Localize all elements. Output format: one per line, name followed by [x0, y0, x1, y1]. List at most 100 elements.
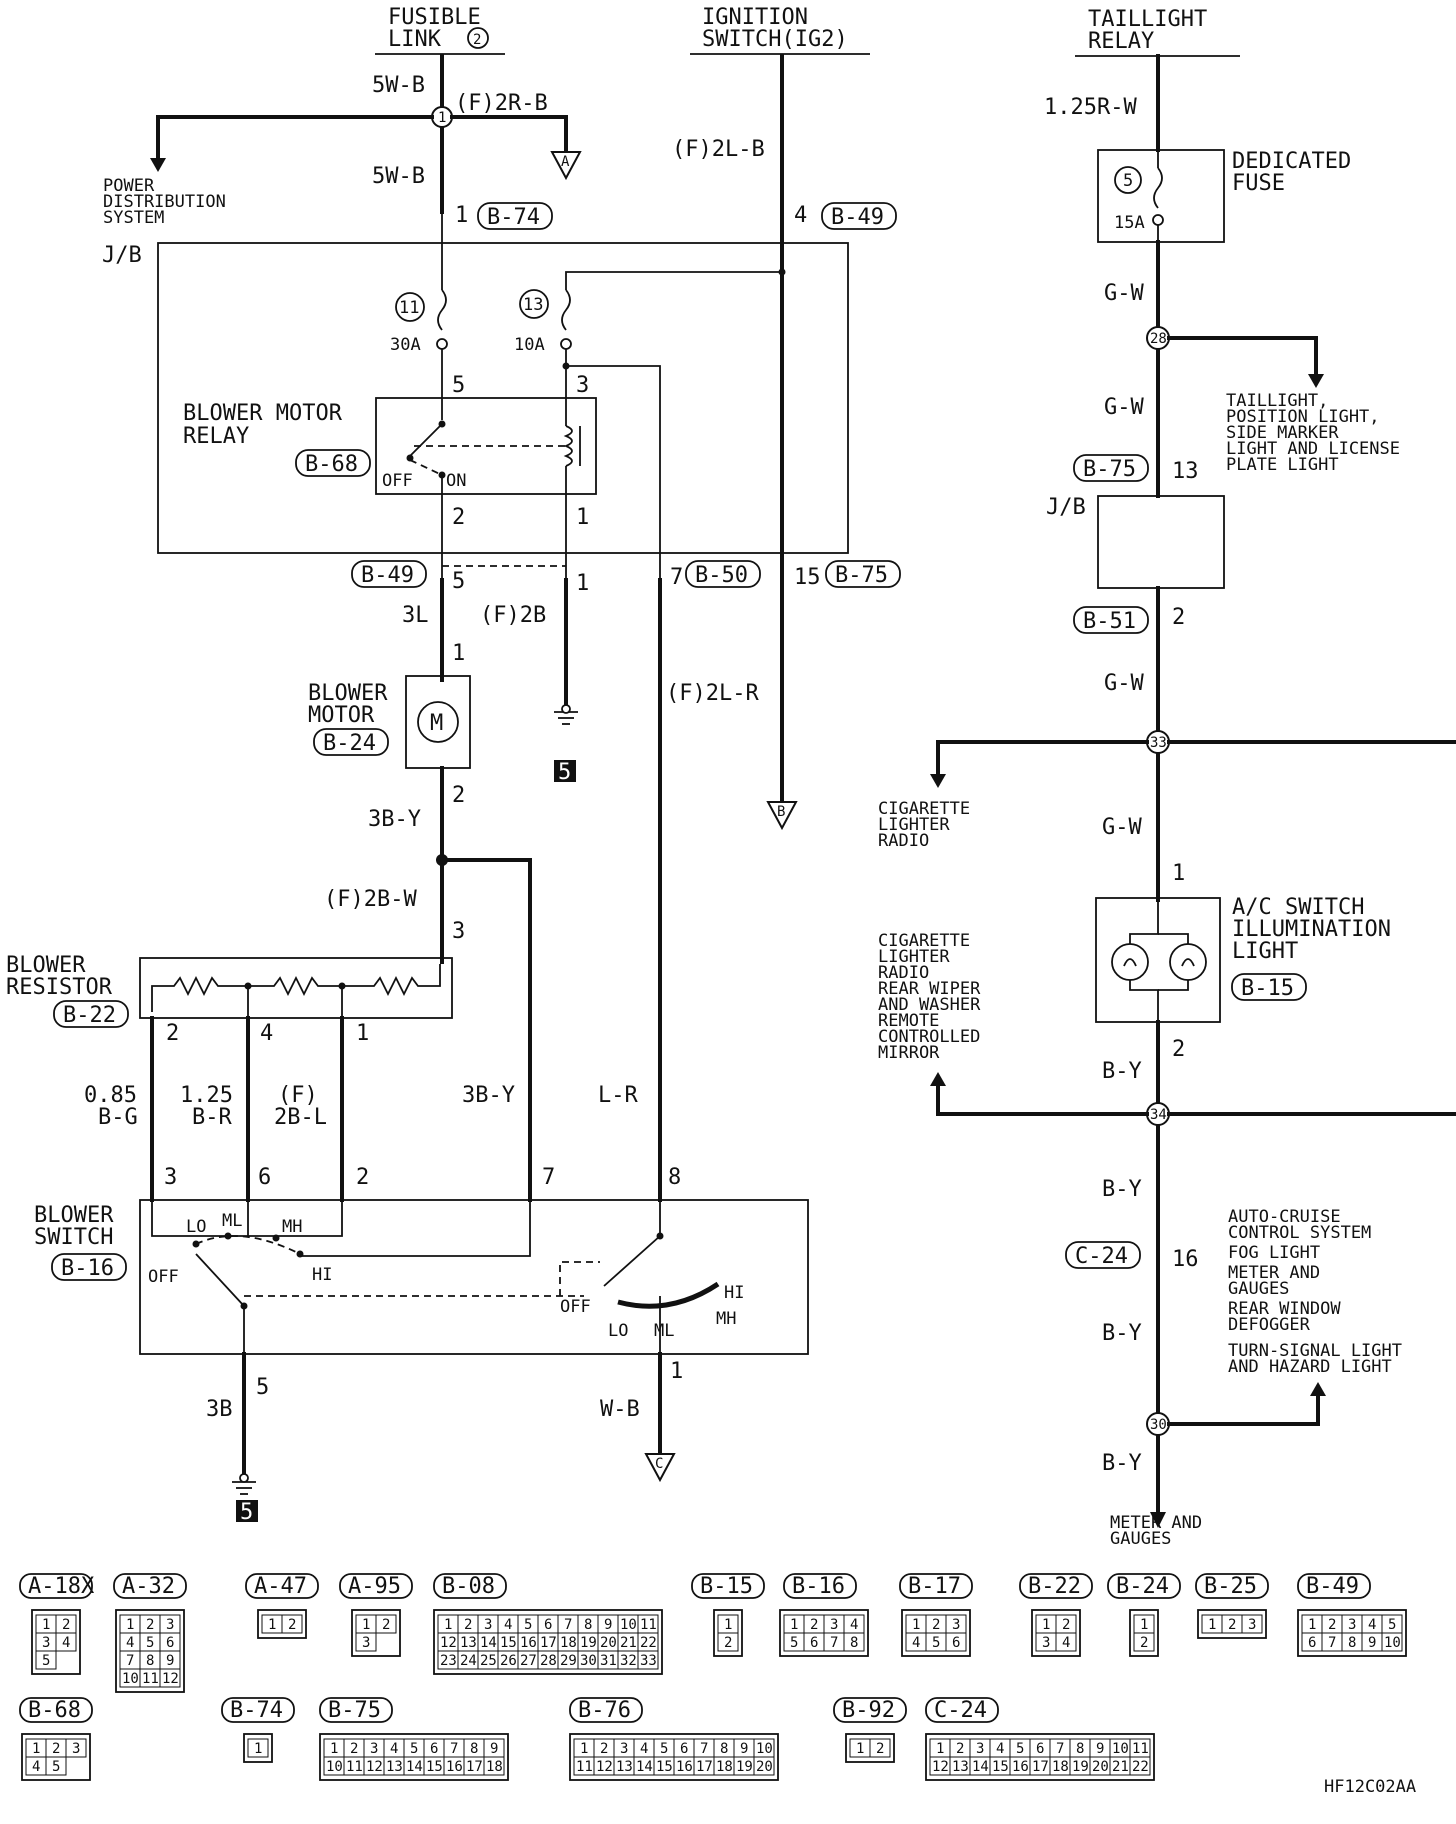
svg-text:G-W: G-W	[1104, 395, 1144, 420]
connector-pin: 13	[952, 1759, 969, 1775]
connector-pin: 9	[604, 1617, 612, 1633]
svg-text:LO: LO	[186, 1217, 206, 1237]
connector-pin: 1	[936, 1741, 944, 1757]
svg-text:ML: ML	[654, 1321, 674, 1341]
connector-pin: 12	[162, 1671, 179, 1687]
blower-resistor	[139, 957, 453, 1019]
connector-pin: 6	[680, 1741, 688, 1757]
blower-motor	[405, 675, 471, 769]
svg-text:1.25: 1.25	[180, 1083, 233, 1108]
connector-pin: 2	[724, 1635, 732, 1651]
svg-text:LIGHT AND LICENSE: LIGHT AND LICENSE	[1226, 439, 1400, 459]
svg-text:SWITCH: SWITCH	[34, 1225, 113, 1250]
junction-block-right	[1097, 495, 1225, 589]
connector-pin: 4	[504, 1617, 512, 1633]
svg-text:W-B: W-B	[600, 1397, 640, 1422]
connector-pin: 32	[620, 1653, 637, 1669]
svg-text:BLOWER: BLOWER	[308, 681, 388, 706]
svg-text:CONTROLLED: CONTROLLED	[878, 1027, 980, 1047]
svg-text:G-W: G-W	[1102, 815, 1142, 840]
connector-pin: 4	[62, 1635, 70, 1651]
svg-text:RESISTOR: RESISTOR	[6, 975, 113, 1000]
svg-text:16: 16	[1172, 1247, 1199, 1272]
svg-text:B-22: B-22	[63, 1003, 116, 1028]
connector-pin: 6	[810, 1635, 818, 1651]
connector-pin: 1	[254, 1741, 262, 1757]
svg-text:0.85: 0.85	[84, 1083, 137, 1108]
svg-text:ILLUMINATION: ILLUMINATION	[1232, 917, 1391, 942]
svg-text:B-24: B-24	[323, 731, 376, 756]
connector-pin: 7	[564, 1617, 572, 1633]
blower-motor-relay	[375, 397, 597, 495]
svg-text:CIGARETTE: CIGARETTE	[878, 799, 970, 819]
connector-pin: 15	[500, 1635, 517, 1651]
svg-text:B-Y: B-Y	[1102, 1059, 1142, 1084]
connector-pin: 13	[616, 1759, 633, 1775]
connector-pin: 7	[1328, 1635, 1336, 1651]
svg-text:OFF: OFF	[382, 471, 413, 491]
svg-text:J/B: J/B	[1046, 495, 1086, 520]
connector-pin: 5	[932, 1635, 940, 1651]
connector-pin: 11	[576, 1759, 593, 1775]
svg-text:TURN-SIGNAL LIGHT: TURN-SIGNAL LIGHT	[1228, 1341, 1402, 1361]
connector-pin: 13	[460, 1635, 477, 1651]
connector-pin: 7	[1056, 1741, 1064, 1757]
connector-pin: 24	[460, 1653, 477, 1669]
connector-pin: 10	[1112, 1741, 1129, 1757]
svg-text:RELAY: RELAY	[1088, 29, 1154, 54]
connector-pin: 16	[1012, 1759, 1029, 1775]
svg-text:REAR WINDOW: REAR WINDOW	[1228, 1299, 1341, 1319]
ignition-switch-label: IGNITION SWITCH(IG2)	[690, 5, 870, 55]
svg-text:2: 2	[1172, 1037, 1185, 1062]
connector-pin: 7	[700, 1741, 708, 1757]
connector-pin: 3	[976, 1741, 984, 1757]
connector-pin: 1	[856, 1741, 864, 1757]
svg-text:1.25R-W: 1.25R-W	[1044, 95, 1137, 120]
connector-pin: 5	[660, 1741, 668, 1757]
svg-text:5: 5	[452, 569, 465, 594]
svg-text:FOG LIGHT: FOG LIGHT	[1228, 1243, 1320, 1263]
connector-pin: 19	[580, 1635, 597, 1651]
svg-text:RELAY: RELAY	[183, 424, 249, 449]
connector-pin: 15	[426, 1759, 443, 1775]
connector-pin: 20	[600, 1635, 617, 1651]
tag-b16: B-16	[51, 1253, 127, 1281]
svg-text:B-51: B-51	[1083, 609, 1136, 634]
svg-text:HI: HI	[312, 1265, 332, 1285]
connector-pin: 8	[470, 1741, 478, 1757]
blower-switch	[139, 1199, 809, 1355]
ground-5-relay	[554, 760, 576, 782]
connector-pin: 3	[72, 1741, 80, 1757]
connector-pin: 11	[346, 1759, 363, 1775]
connector-pin: 8	[720, 1741, 728, 1757]
svg-text:3: 3	[452, 919, 465, 944]
connector-pin: 31	[600, 1653, 617, 1669]
svg-text:B-50: B-50	[695, 563, 748, 588]
tag-b68: B-68	[295, 449, 371, 477]
connector-pin: 5	[146, 1635, 154, 1651]
svg-text:13: 13	[1172, 459, 1199, 484]
svg-text:2: 2	[356, 1165, 369, 1190]
connector-label: B-08	[442, 1574, 495, 1599]
svg-text:28: 28	[1150, 331, 1167, 347]
svg-text:5: 5	[1123, 171, 1133, 191]
connector-ref-b	[766, 801, 798, 831]
connector-pin: 7	[830, 1635, 838, 1651]
connector-pin: 2	[932, 1617, 940, 1633]
connector-label: B-24	[1116, 1574, 1169, 1599]
svg-text:B-49: B-49	[831, 205, 884, 230]
connector-pin: 3	[620, 1741, 628, 1757]
svg-text:(F)2L-B: (F)2L-B	[672, 137, 765, 162]
connector-pin: 16	[676, 1759, 693, 1775]
svg-text:5W-B: 5W-B	[372, 73, 425, 98]
connector-pin: 17	[1032, 1759, 1049, 1775]
svg-text:15: 15	[794, 565, 821, 590]
svg-text:DEDICATED: DEDICATED	[1232, 149, 1351, 174]
svg-text:3B: 3B	[206, 1397, 233, 1422]
svg-text:PLATE LIGHT: PLATE LIGHT	[1226, 455, 1339, 475]
connector-pin: 5	[52, 1759, 60, 1775]
